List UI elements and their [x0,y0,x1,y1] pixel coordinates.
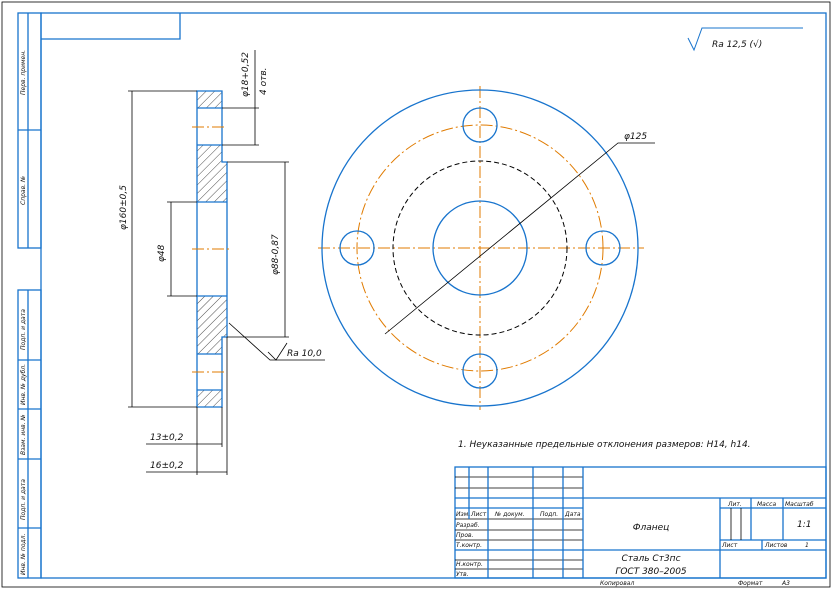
scale-value: 1:1 [797,520,811,530]
stamp-label: Подп. и дата [20,479,27,520]
stamp-label: Взам. инв. № [20,414,27,455]
roughness-general: Ra 12,5 (√) [687,27,803,52]
scale-label: Масштаб [785,501,814,508]
roughness-text: Ra 12,5 (√) [712,39,762,50]
copied-label: Копировал [600,580,634,587]
dim-outer-diameter: φ160±0,5 [119,185,129,230]
dimensions: φ160±0,5 φ48 φ88-0,87 φ18+0,52 4 отв. 13… [119,50,325,475]
role-checker: Пров. [456,532,474,539]
stamp-label: Справ. № [20,176,27,205]
front-view: φ125 [318,86,655,410]
sheets-label: Листов [764,542,788,549]
header-date: Дата [564,511,581,518]
dim-bore: φ48 [157,244,167,262]
frame [17,12,827,579]
stamp-label: Перв. примен. [20,50,27,95]
format-value: А3 [781,580,790,587]
dim-holes-count: 4 отв. [259,67,269,95]
section-view [192,90,231,408]
mass-label: Масса [757,501,776,508]
material-line2: ГОСТ 380–2005 [615,567,687,577]
drawing-title: Фланец [633,523,670,533]
bolt-hole [462,353,498,389]
stamp-label: Инв. № дубл. [20,364,27,405]
dim-bolt-circle: φ125 [624,132,647,142]
header-list: Лист [470,511,487,518]
dim-thickness-total: 16±0,2 [150,461,184,471]
format-label: Формат [738,580,763,587]
dim-holes: φ18+0,52 [241,52,251,97]
header-sign: Подп. [540,511,558,518]
lit-label: Лит. [727,501,742,508]
bolt-hole [585,230,621,266]
header-izm: Изм. [456,511,470,518]
role-norm-control: Н.контр. [456,561,483,568]
sheets-value: 1 [805,542,809,549]
sheet-label: Лист [721,542,738,549]
role-approved: Утв. [456,571,469,578]
side-stamp-labels: Перв. примен. Справ. № Подп. и дата Инв.… [20,50,27,575]
bolt-hole [462,107,498,143]
material-line1: Сталь Ст3пс [621,554,680,564]
roughness-local: Ra 10,0 [287,349,322,359]
dim-hub: φ88-0,87 [271,234,281,275]
technical-note: 1. Неуказанные предельные отклонения раз… [458,440,751,450]
role-tech-control: Т.контр. [456,542,482,549]
dim-thickness-flange: 13±0,2 [150,433,184,443]
stamp-label: Инв. № подл. [20,534,27,575]
title-block: Изм. Лист № докум. Подп. Дата Разраб. Пр… [454,466,827,587]
role-developer: Разраб. [456,522,480,529]
stamp-label: Подп. и дата [20,309,27,350]
header-doc: № докум. [494,511,525,518]
bolt-hole [339,230,375,266]
